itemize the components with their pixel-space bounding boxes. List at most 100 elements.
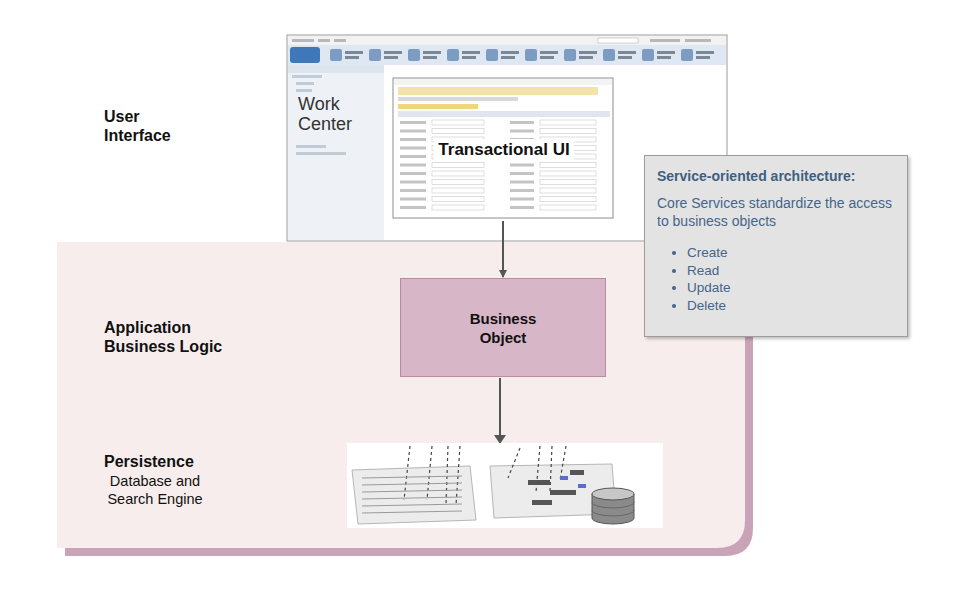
text-patch: Transactional UI xyxy=(434,139,573,160)
callout-box: Service-oriented architecture: Core Servi… xyxy=(644,155,908,337)
drawing-part xyxy=(550,446,552,492)
toolbar xyxy=(288,45,726,65)
drawing-part xyxy=(650,39,680,42)
connector-arrow xyxy=(502,221,504,277)
drawing-part xyxy=(528,480,550,485)
form-rows xyxy=(400,120,596,210)
drawing-part xyxy=(532,500,552,505)
drawing-part xyxy=(296,89,312,92)
form-field xyxy=(432,197,484,202)
form-label xyxy=(510,206,534,209)
business-object-box: Business Object xyxy=(400,278,606,377)
drawing-part xyxy=(560,446,566,480)
drawing-part xyxy=(578,484,586,488)
form-field xyxy=(432,180,484,185)
toolbar-icon xyxy=(603,49,615,61)
drawing-part xyxy=(427,446,432,500)
window-frame xyxy=(393,78,613,218)
box-title: Business Object xyxy=(458,309,548,347)
drawing-part xyxy=(404,446,410,500)
form-field xyxy=(432,205,484,210)
sheet-row xyxy=(362,476,462,478)
form-label xyxy=(510,172,534,175)
sheet-row xyxy=(362,490,462,492)
toolbar-text xyxy=(696,51,714,54)
sheet-row xyxy=(362,497,462,499)
toolbar-icons xyxy=(330,49,714,61)
drawing-part xyxy=(592,502,634,516)
drawing-part xyxy=(292,39,314,42)
drawing-part xyxy=(536,446,540,492)
form-label xyxy=(510,121,534,124)
home-tab xyxy=(290,47,320,63)
form-field xyxy=(540,120,596,125)
toolbar-text xyxy=(579,56,593,59)
bullet-item: Delete xyxy=(687,297,897,315)
arrow-line xyxy=(499,378,501,436)
drawing-part xyxy=(334,39,346,42)
drawing-part xyxy=(318,39,330,42)
toolbar-text xyxy=(462,51,480,54)
toolbar-text xyxy=(540,56,554,59)
drawing-part xyxy=(685,39,711,42)
toolbar-text xyxy=(618,51,636,54)
nav-header xyxy=(288,65,384,73)
toolbar-text xyxy=(501,51,519,54)
form-label xyxy=(510,189,534,192)
sheet-row xyxy=(362,483,462,485)
form-label xyxy=(400,138,426,141)
toolbar-text xyxy=(345,51,363,54)
toolbar-text xyxy=(423,51,441,54)
form-field xyxy=(432,188,484,193)
toolbar-text xyxy=(345,56,359,59)
drawing-part xyxy=(508,448,520,478)
data-blocks xyxy=(528,470,584,505)
drawing-part xyxy=(446,446,448,505)
drawing-part xyxy=(456,446,460,505)
toolbar-icon xyxy=(408,49,420,61)
drawing-part xyxy=(592,488,634,500)
toolbar-icon xyxy=(525,49,537,61)
form-field xyxy=(540,171,596,176)
form-label xyxy=(400,121,426,124)
toolbar-icon xyxy=(681,49,693,61)
toolbar-text xyxy=(501,56,515,59)
toolbar-text xyxy=(618,56,632,59)
bullet-item: Create xyxy=(687,244,897,262)
toolbar-text xyxy=(657,51,675,54)
layer-label: Persistence xyxy=(104,452,234,471)
data-markers xyxy=(560,476,586,488)
toolbar-text xyxy=(423,56,437,59)
window-box: Transactional UI xyxy=(394,79,614,219)
callout-heading: Service-oriented architecture: xyxy=(657,168,897,184)
form-label xyxy=(400,155,426,158)
layer-label: Application Business Logic xyxy=(104,318,229,356)
toolbar-icon xyxy=(330,49,342,61)
form-field xyxy=(432,171,484,176)
sheet-rows xyxy=(362,476,462,513)
form-field xyxy=(540,197,596,202)
database-cylinder xyxy=(592,488,634,524)
form-field xyxy=(540,205,596,210)
window-title-text: Transactional UI xyxy=(395,140,613,160)
window-actions xyxy=(398,97,518,101)
toolbar-text xyxy=(384,51,402,54)
form-label xyxy=(400,181,426,184)
toolbar-text xyxy=(462,56,476,59)
form-label xyxy=(510,164,534,167)
bullet-item: Update xyxy=(687,279,897,297)
layer-label: Database and Search Engine xyxy=(100,472,210,508)
toolbar-icon xyxy=(486,49,498,61)
toolbar-icon xyxy=(369,49,381,61)
sheet-row xyxy=(362,504,462,506)
bullet-item: Read xyxy=(687,262,897,280)
drawing-part xyxy=(550,490,576,495)
drawing-part xyxy=(598,38,638,43)
callout-body: Core Services standardize the access to … xyxy=(657,194,897,230)
menu-items xyxy=(292,38,711,43)
form-field xyxy=(432,163,484,168)
nav-panel xyxy=(288,65,384,240)
form-label xyxy=(510,181,534,184)
toolbar-text xyxy=(384,56,398,59)
form-label xyxy=(510,130,534,133)
